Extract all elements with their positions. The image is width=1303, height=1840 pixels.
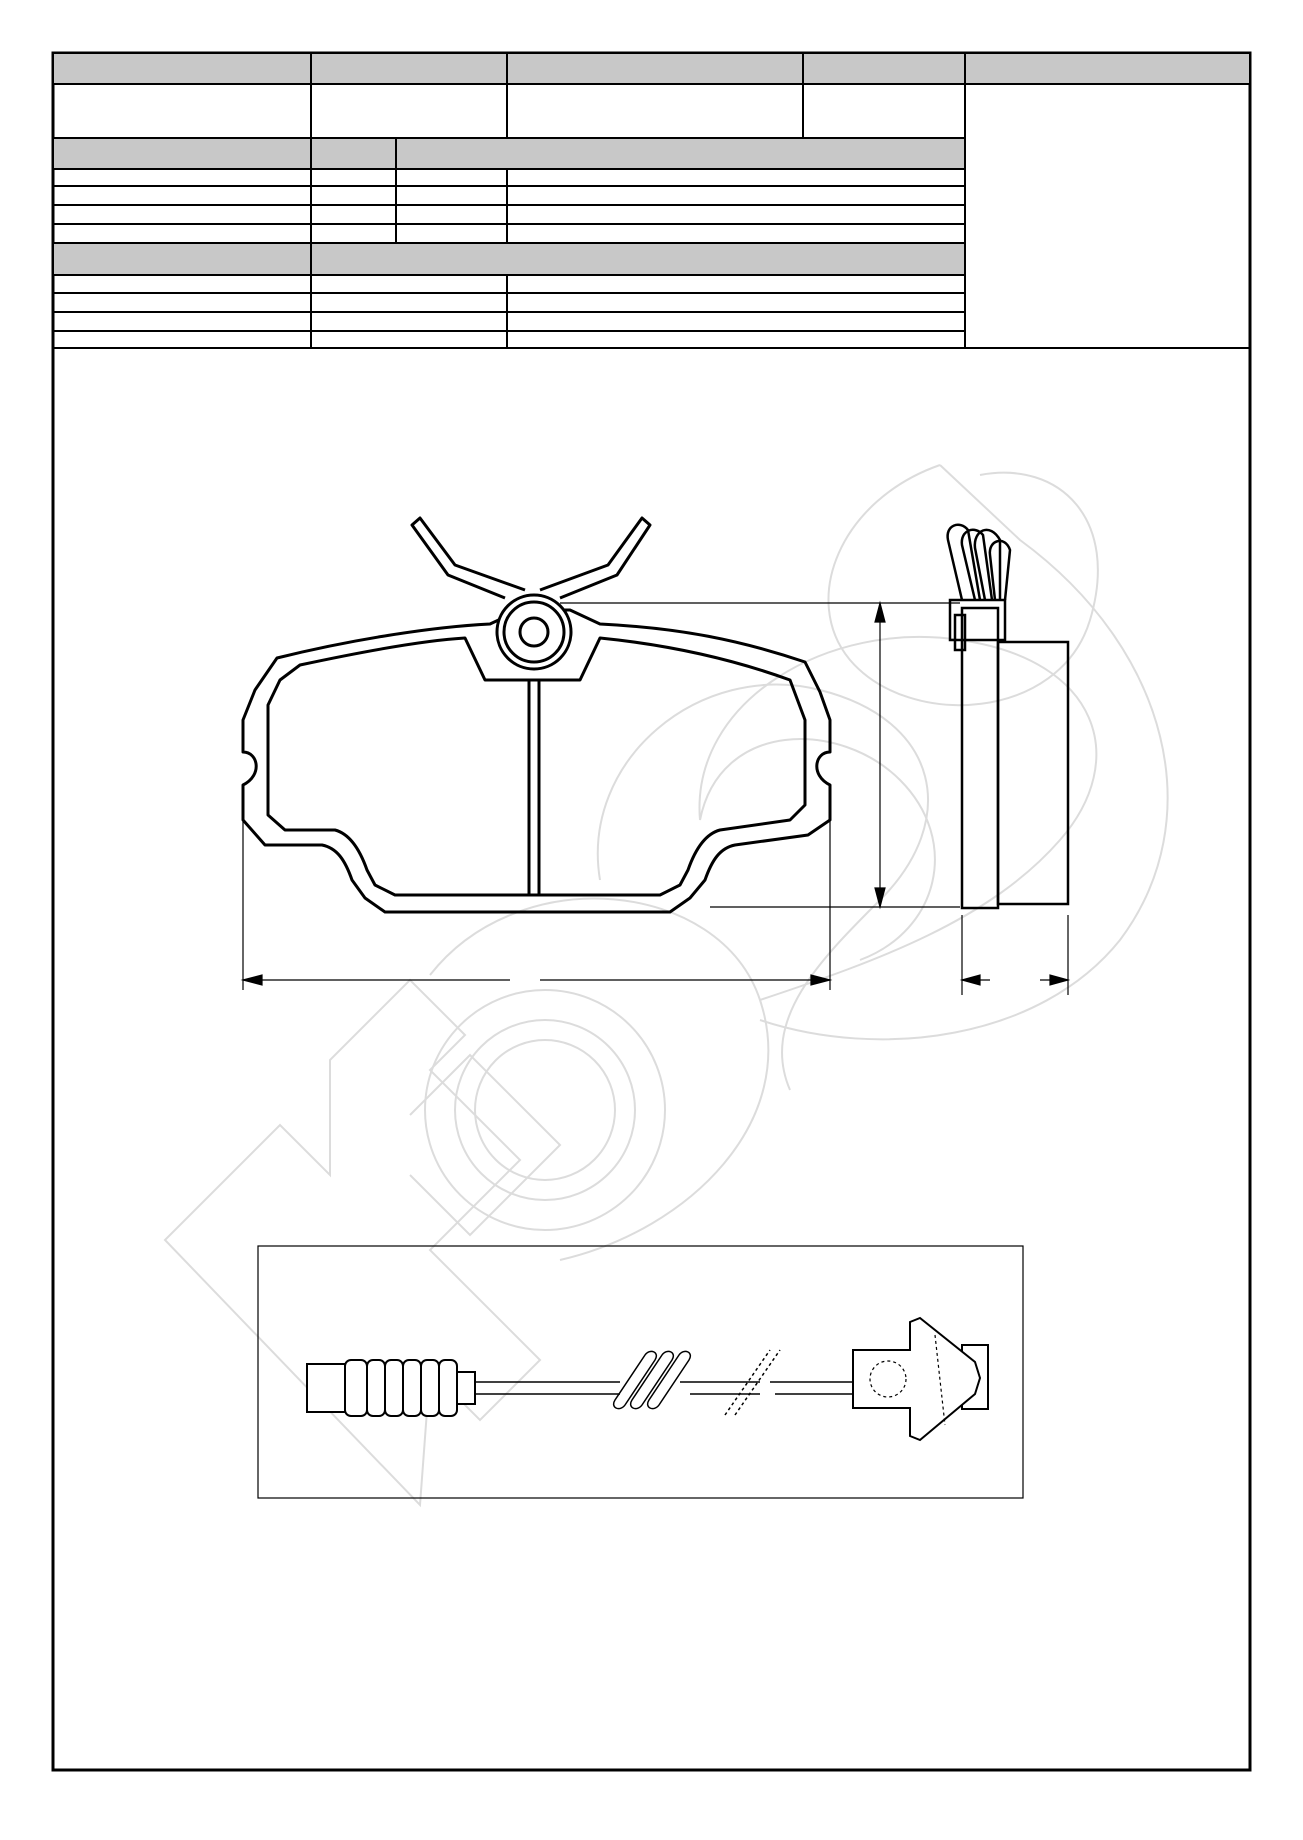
sensor-detail-frame — [257, 1245, 1024, 1499]
watermark-circle-mid — [454, 1019, 636, 1201]
connector-rib-5 — [420, 1359, 440, 1417]
connector-rib-6 — [438, 1359, 458, 1417]
watermark-swoosh-5 — [759, 464, 1169, 1041]
spiral-coil-3 — [647, 1350, 691, 1410]
watermark-arrow-inner — [409, 1053, 562, 1237]
sensor-cable — [475, 1349, 855, 1416]
watermark-arrow — [163, 978, 542, 1508]
spiral-coil-1 — [613, 1350, 657, 1410]
header-table — [52, 52, 1251, 349]
clip-pin-dashed — [869, 1360, 907, 1398]
sensor-boss-hole — [518, 616, 550, 648]
watermark-swoosh-6 — [699, 738, 936, 961]
front-view — [241, 516, 832, 914]
side-spring-loop-4 — [988, 539, 1012, 601]
watermark-circle-inner — [474, 1039, 616, 1181]
connector-tail — [456, 1371, 476, 1405]
connector-rib-3 — [384, 1359, 404, 1417]
friction-material-outline — [266, 636, 807, 897]
thickness-arrow-right — [1049, 974, 1071, 986]
sensor-connector — [306, 1359, 476, 1417]
connector-body — [306, 1363, 346, 1413]
side-sensor-tab — [953, 613, 967, 652]
compat-header-row — [52, 242, 966, 276]
backing-plate-outline — [241, 608, 832, 914]
watermark-swoosh-3 — [698, 635, 1098, 1001]
side-backing-plate — [960, 606, 1000, 910]
header-row-top — [52, 52, 1251, 85]
connector-rib-1 — [344, 1359, 368, 1417]
sensor-boss-outer — [495, 593, 573, 671]
height-arrow-bottom — [874, 887, 886, 910]
spiral-coil-2 — [630, 1350, 674, 1410]
watermark-swoosh-1 — [429, 897, 770, 1261]
watermark-logo — [163, 464, 1169, 1508]
side-spring-loop-2 — [960, 528, 994, 601]
cable-break-mark-1 — [724, 1349, 771, 1416]
height-arrow-top — [874, 600, 886, 623]
width-arrow-right — [810, 974, 833, 986]
connector-rib-4 — [402, 1359, 422, 1417]
width-arrow-left — [240, 974, 263, 986]
cable-break-mark-2 — [734, 1349, 781, 1416]
clip-body — [852, 1316, 982, 1442]
sensor-clip — [852, 1316, 989, 1442]
sensor-boss-mid — [502, 600, 566, 664]
watermark-circle-outer — [424, 989, 666, 1231]
front-view-dimensions — [240, 600, 960, 990]
connector-rib-2 — [366, 1359, 386, 1417]
wear-sensor-detail — [257, 1245, 1024, 1499]
spring-wire-right — [539, 516, 652, 600]
side-sensor-housing — [948, 598, 1007, 642]
thickness-dimension — [959, 915, 1071, 995]
spring-wire-left — [410, 516, 526, 600]
spec-header-row — [52, 137, 966, 170]
watermark-swoosh-4 — [827, 464, 1099, 707]
thickness-arrow-left — [959, 974, 981, 986]
side-view — [946, 523, 1070, 910]
side-friction-block — [996, 640, 1070, 906]
